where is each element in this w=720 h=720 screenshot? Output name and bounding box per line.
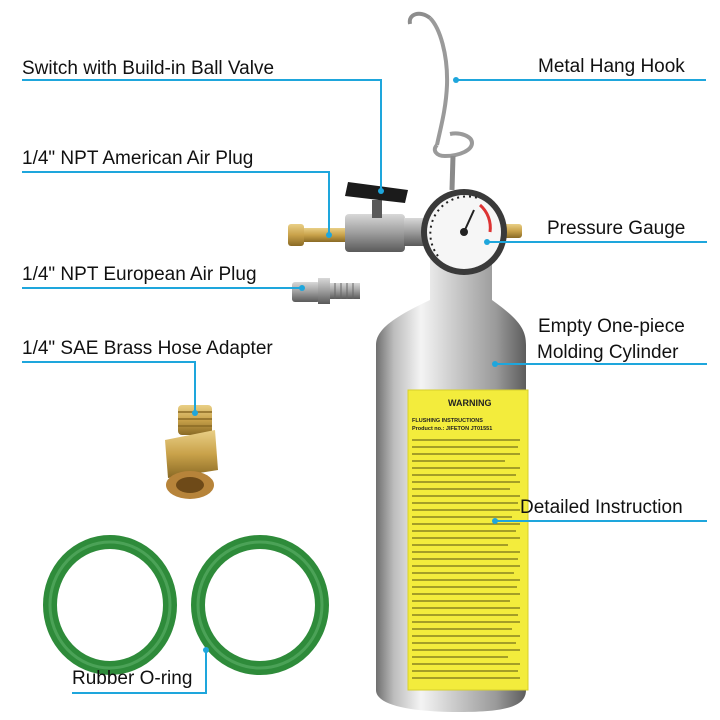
switch-leader-vertical: [380, 79, 382, 191]
hook-leader: [456, 79, 706, 81]
cylinder-leader: [495, 363, 707, 365]
instruction-label-text: Detailed Instruction: [520, 497, 683, 518]
european-plug-leader: [22, 287, 302, 289]
hook-label: Metal Hang Hook: [538, 56, 685, 77]
switch-leader-horizontal: [22, 79, 382, 81]
american-plug-leader-vertical: [328, 171, 330, 235]
brass-hose-adapter: [165, 405, 218, 499]
label-product-text: Product no.: JIFETON JT01551: [412, 426, 492, 432]
instruction-leader: [495, 520, 707, 522]
gauge-leader: [487, 241, 707, 243]
label-warning-text: WARNING: [448, 398, 492, 408]
metal-hang-hook: [407, 11, 475, 191]
american-plug-label: 1/4" NPT American Air Plug: [22, 148, 254, 169]
brass-adapter-label: 1/4" SAE Brass Hose Adapter: [22, 338, 273, 359]
gauge-label: Pressure Gauge: [547, 218, 686, 239]
adapter-leader-horizontal: [22, 361, 196, 363]
oring-label: Rubber O-ring: [72, 668, 193, 689]
pressure-gauge: [421, 189, 522, 275]
oring-leader-vertical: [205, 650, 207, 694]
ball-valve: [288, 182, 440, 252]
american-plug-leader-horizontal: [22, 171, 330, 173]
label-heading-text: FLUSHING INSTRUCTIONS: [412, 418, 483, 424]
instruction-label: WARNING FLUSHING INSTRUCTIONS Product no…: [407, 389, 529, 691]
cylinder-label-line1: Empty One-piece: [538, 316, 685, 337]
cylinder-label-line2: Molding Cylinder: [537, 342, 679, 363]
european-plug-label: 1/4" NPT European Air Plug: [22, 264, 257, 285]
rubber-o-rings: [43, 535, 329, 675]
switch-label: Switch with Build-in Ball Valve: [22, 58, 275, 79]
adapter-leader-vertical: [194, 361, 196, 413]
oring-leader-horizontal: [72, 692, 207, 694]
european-air-plug: [292, 278, 360, 304]
